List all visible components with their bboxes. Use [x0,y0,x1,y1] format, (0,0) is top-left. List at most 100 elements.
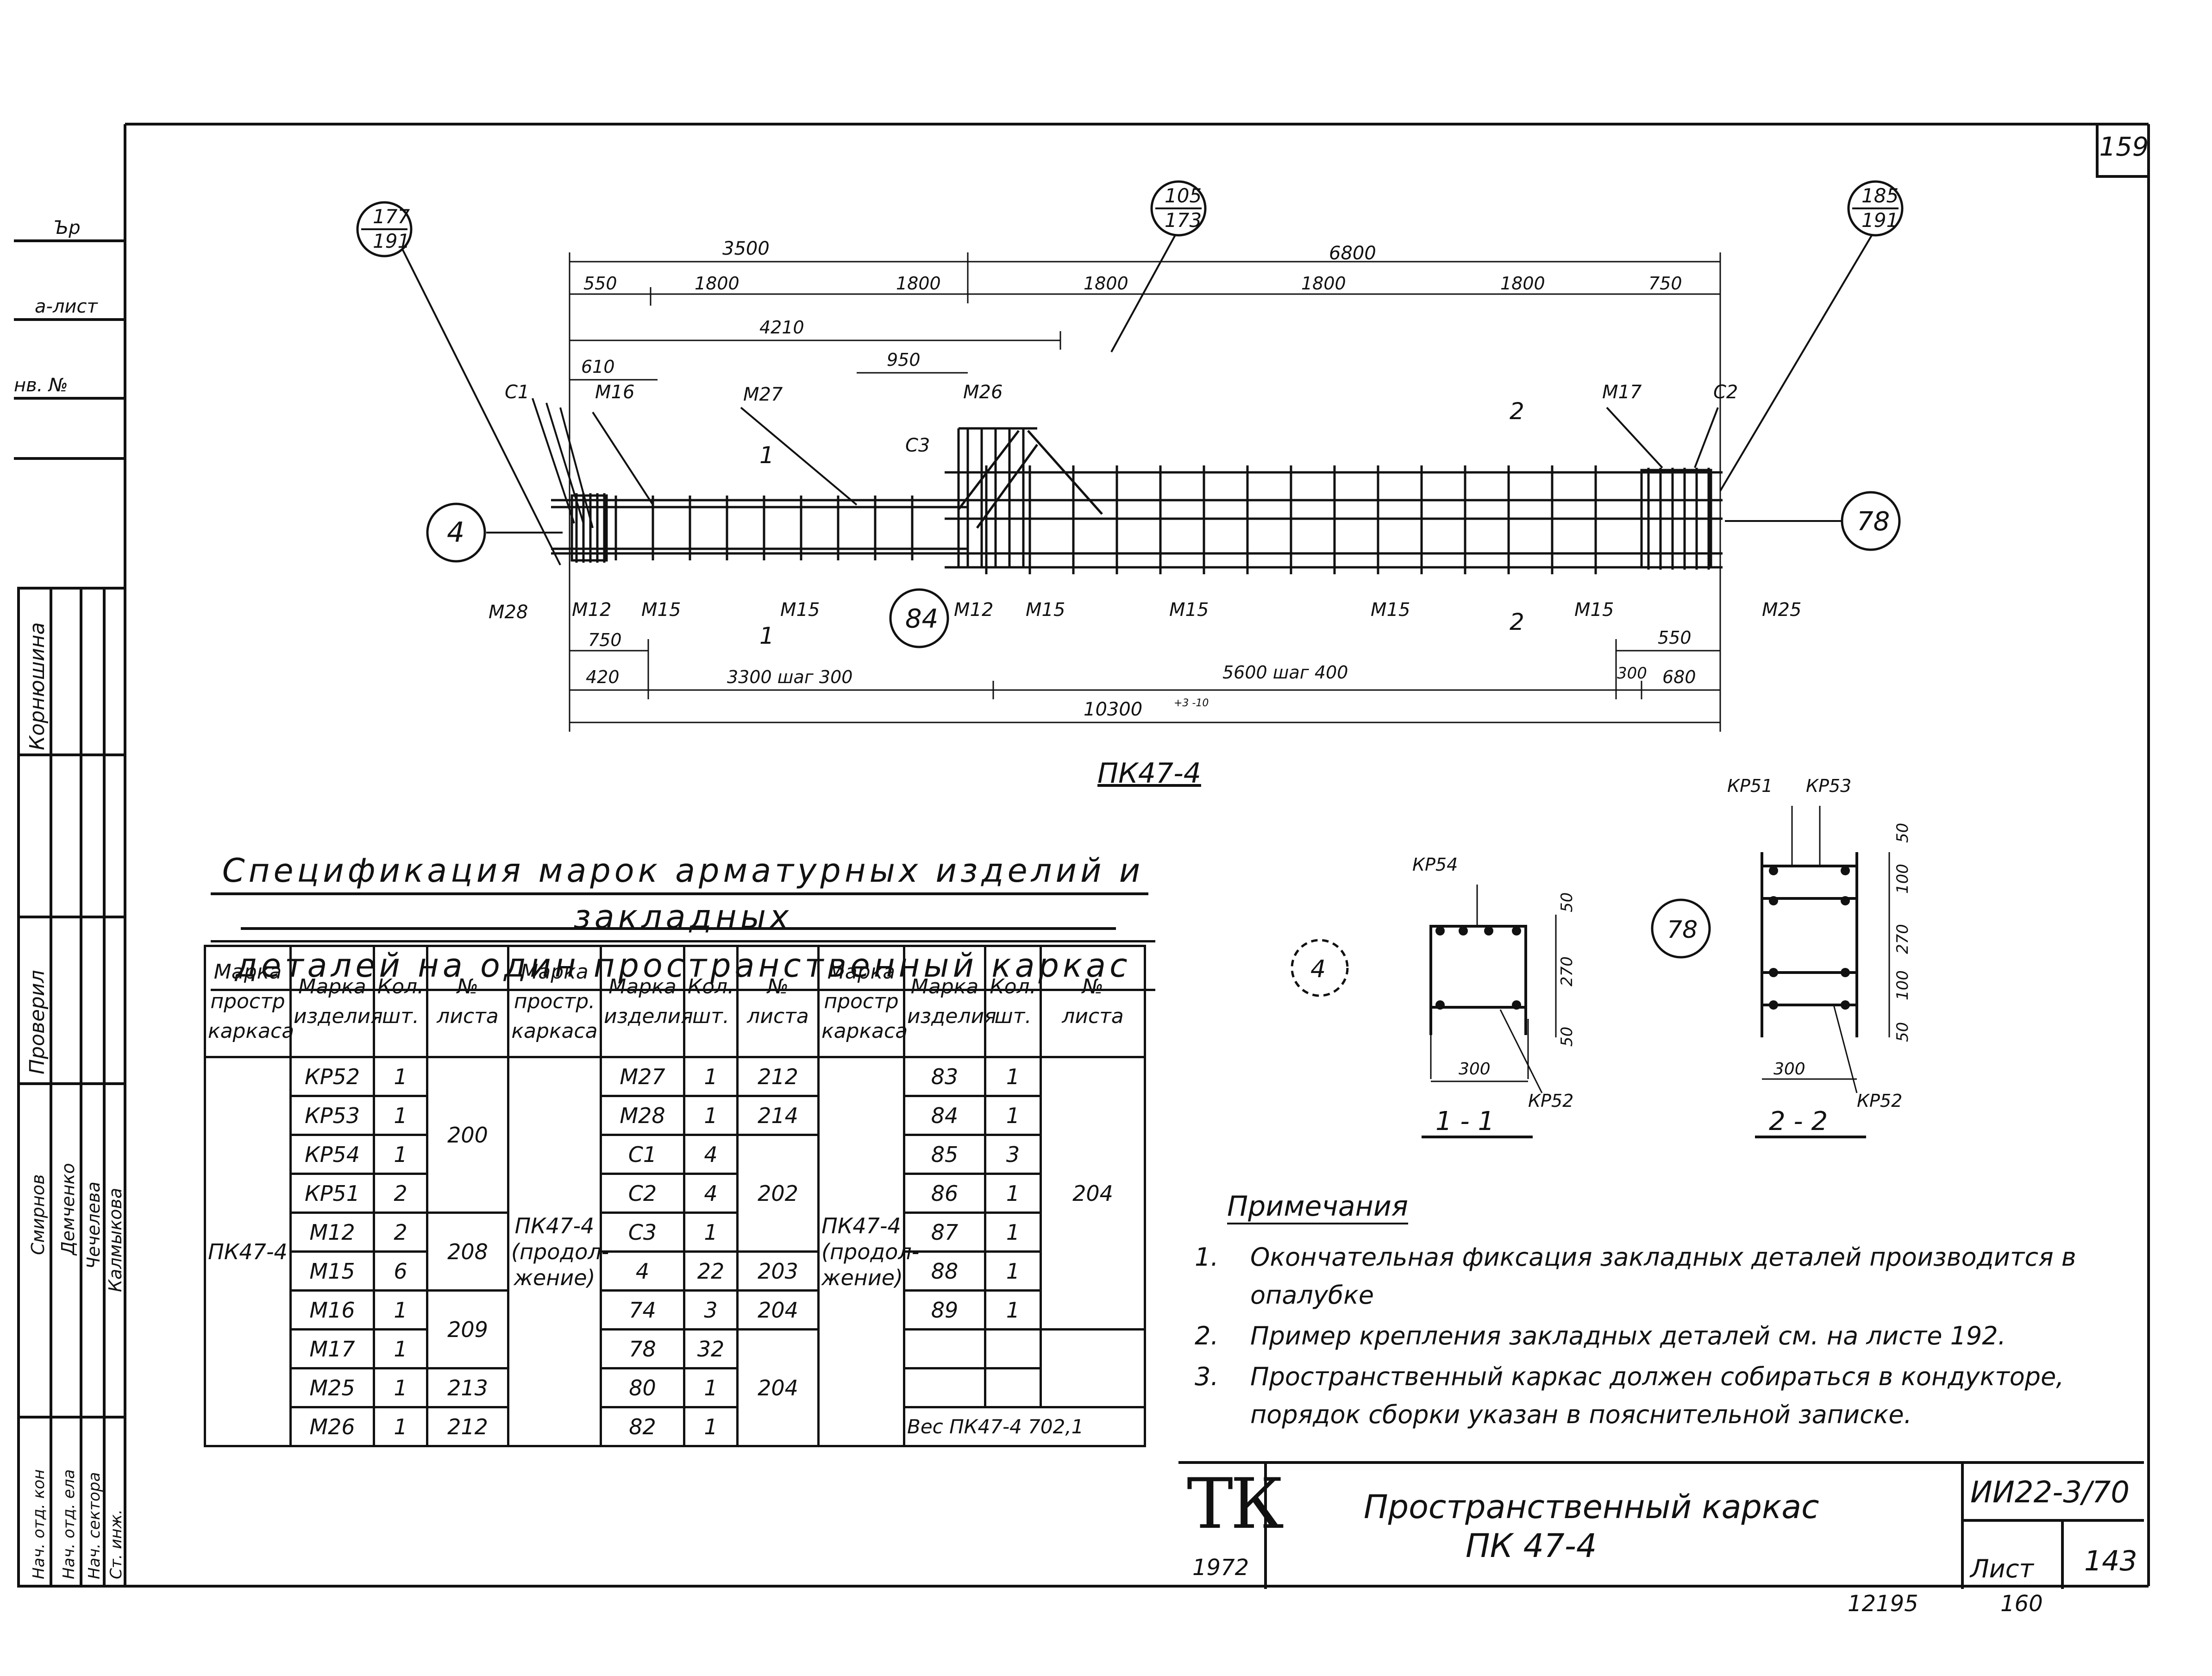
margin-name-3: Чечелева [83,1181,104,1269]
spec-g3-qty-5: 1 [984,1250,1042,1292]
spec-header-8-0: Марка [827,960,896,984]
spec-g1-item-7: М17 [289,1328,375,1369]
margin-stub-2: а-лист [35,296,99,317]
spec-header-0-0: Марка [213,960,282,984]
dim-6800: 6800 [1329,243,1376,264]
note-text-1: Окончательная фиксация закладных деталей… [1250,1243,2076,1310]
spec-header-10: Кол.шт. [984,945,1042,1058]
margin-stub-1: Ър [53,217,81,239]
sec2-kr53: КР53 [1806,776,1851,796]
spec-g1-qty-6: 1 [373,1289,428,1331]
spec-header-4-2: каркаса [511,1019,598,1043]
spec-g2-sheet-5: 204 [736,1328,820,1447]
spec-header-9-0: Марка [910,974,979,998]
section-mark-1-top: 1 [759,442,774,469]
dim-750-bottom: 750 [588,630,622,650]
spec-g1-item-5: М15 [289,1250,375,1292]
spec-g3-item-8 [903,1367,986,1408]
spec-g1-sheet-4: 212 [426,1406,509,1447]
section-mark-2-top: 2 [1510,398,1524,425]
spec-g3-item-6: 89 [903,1289,986,1331]
dim-610: 610 [581,357,615,377]
stamp-title-line2: ПК 47-4 [1466,1527,1597,1565]
spec-g3-item-5: 88 [903,1250,986,1292]
spec-g1-item-9: М26 [289,1406,375,1447]
mark-m16: М16 [595,382,634,403]
dim-4210: 4210 [759,317,804,338]
dim-3500: 3500 [722,238,770,259]
spec-g1-sheet-0: 200 [426,1056,509,1214]
spec-g3-qty-7 [984,1328,1042,1369]
notes: Примечания 1.Окончательная фиксация закл… [1195,1190,2130,1437]
stamp-series: ИИ22-3/70 [1961,1464,2144,1522]
spec-g2-item-9: 82 [600,1406,685,1447]
dim-1800-d: 1800 [1301,273,1346,294]
spec-g3-item-7 [903,1328,986,1369]
note-num-2: 2. [1195,1321,1219,1350]
sec2-kr51: КР51 [1727,776,1773,796]
mark-m17: М17 [1602,382,1642,403]
spec-g3-sheet-empty [1040,1328,1146,1408]
spec-header-2: Кол.шт. [373,945,428,1058]
spec-header-11-1: листа [1062,1004,1124,1028]
section-mark-2-bottom: 2 [1510,609,1524,635]
spec-g1-item-0: КР52 [289,1056,375,1097]
dim-550-bottom: 550 [1658,628,1692,648]
stamp-title-line1: Пространственный каркас [1364,1488,1819,1526]
spec-header-4-0: Марка [520,960,589,984]
dim-750-top: 750 [1648,273,1682,294]
spec-g1-item-4: М12 [289,1211,375,1253]
spec-g2-item-1: М28 [600,1095,685,1136]
spec-header-11-0: № [1082,974,1103,998]
spec-header-1-1: изделия [294,1004,383,1028]
spec-g2-qty-3: 4 [683,1173,739,1214]
mark-m12-b: М12 [954,599,993,621]
spec-header-7-0: № [767,974,789,998]
note-text-2: Пример крепления закладных деталей см. н… [1250,1321,2006,1350]
spec-header-10-1: шт. [994,1004,1032,1028]
dim-550: 550 [583,273,617,294]
spec-frame-2: ПК47-4(продол-жение) [507,1056,609,1447]
spec-g1-qty-9: 1 [373,1406,428,1447]
spec-g2-sheet-0: 212 [736,1056,820,1097]
spec-g2-item-0: М27 [600,1056,685,1097]
spec-header-0-1: простр [210,989,285,1013]
mark-m15-b: М15 [780,599,820,621]
spec-g2-qty-6: 3 [683,1289,739,1331]
section-mark-1-bottom: 1 [759,622,774,649]
spec-header-5-0: Марка [608,974,677,998]
section-circle-4: 4 [1310,955,1326,983]
section-2-2-title: 2 - 2 [1769,1106,1828,1136]
margin-name-1: Смирнов [28,1174,48,1255]
spec-header-8-1: простр [824,989,899,1013]
dim-10300: 10300 [1084,699,1142,720]
dim-3300: 3300 шаг 300 [727,667,852,687]
spec-g2-qty-2: 4 [683,1134,739,1175]
sec1-300: 300 [1459,1060,1491,1079]
spec-g3-sheet-0: 204 [1040,1056,1146,1331]
spec-g3-item-2: 85 [903,1134,986,1175]
note-num-3: 3. [1195,1362,1219,1391]
spec-g2-item-2: С1 [600,1134,685,1175]
spec-g3-qty-1: 1 [984,1095,1042,1136]
spec-g3-qty-2: 3 [984,1134,1042,1175]
sec2-50-top: 50 [1893,823,1912,843]
spec-header-7-1: листа [747,1004,809,1028]
margin-role-2: Нач. отд. ела [60,1469,78,1579]
margin-name-4: Калмыкова [105,1188,125,1292]
sec1-270: 270 [1558,956,1576,986]
spec-header-3-0: № [457,974,478,998]
spec-g2-qty-5: 22 [683,1250,739,1292]
spec-header-6-0: Кол. [687,974,734,998]
dim-5600: 5600 шаг 400 [1222,662,1348,683]
dim-420: 420 [586,667,620,687]
sec2-100-top: 100 [1893,864,1912,894]
mark-c1: С1 [505,382,529,403]
spec-g1-qty-2: 1 [373,1134,428,1175]
dim-1800-e: 1800 [1500,273,1545,294]
mark-m25: М25 [1762,599,1801,621]
callout-1-bottom: 191 [373,230,410,252]
